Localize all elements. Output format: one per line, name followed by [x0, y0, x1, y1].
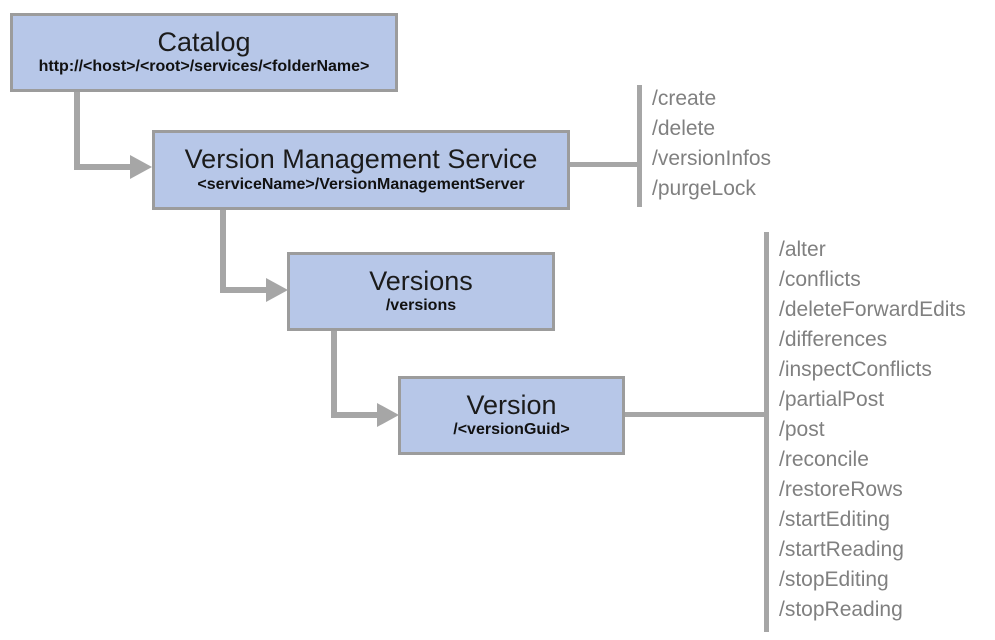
connector-vms-to-versions-horizontal-line — [220, 287, 268, 293]
version-node: Version /<versionGuid> — [398, 376, 625, 455]
operation-item: /conflicts — [779, 268, 861, 291]
arrowhead-icon — [266, 278, 288, 302]
operation-item: /differences — [779, 328, 888, 351]
operation-item: /versionInfos — [652, 147, 772, 170]
operation-item: /partialPost — [779, 388, 885, 411]
operation-item: /inspectConflicts — [779, 358, 932, 381]
connector-versions-to-version-horizontal-line — [331, 412, 379, 418]
versions-node-url: /versions — [385, 297, 457, 315]
operation-item: /stopReading — [779, 598, 903, 621]
arrowhead-icon — [377, 403, 399, 427]
version-management-service-node-title: Version Management Service — [184, 144, 538, 175]
version-node-title: Version — [466, 389, 557, 420]
connector-catalog-to-vms-horizontal-line — [74, 164, 132, 170]
operation-item: /deleteForwardEdits — [779, 298, 966, 321]
operation-item: /post — [779, 418, 825, 441]
operation-item: /create — [652, 87, 717, 110]
operation-item: /startEditing — [779, 508, 890, 531]
version-management-service-node-url: <serviceName>/VersionManagementServer — [197, 175, 525, 193]
version-node-url: /<versionGuid> — [453, 421, 570, 439]
operation-item: /restoreRows — [779, 478, 903, 501]
vms-operations-list: /create/delete/versionInfos/purgeLock — [652, 84, 771, 204]
operation-item: /delete — [652, 117, 716, 140]
operation-item: /startReading — [779, 538, 904, 561]
catalog-node-title: Catalog — [157, 26, 251, 57]
connector-vms-to-versions-vertical-line — [220, 210, 226, 293]
versions-node: Versions /versions — [287, 252, 555, 331]
connector-catalog-to-vms-vertical-line — [74, 92, 80, 170]
operation-item: /alter — [779, 238, 826, 261]
operation-item: /stopEditing — [779, 568, 889, 591]
catalog-node: Catalog http://<host>/<root>/services/<f… — [10, 13, 398, 92]
operation-item: /purgeLock — [652, 177, 756, 200]
operation-item: /reconcile — [779, 448, 869, 471]
connector-version-to-operations-line — [625, 412, 764, 417]
connector-vms-to-operations-line — [570, 162, 637, 167]
version-operations-bracket-bar — [764, 232, 769, 632]
version-operations-list: /alter/conflicts/deleteForwardEdits/diff… — [779, 235, 966, 625]
version-management-service-node: Version Management Service <serviceName>… — [152, 130, 570, 210]
vms-operations-bracket-bar — [637, 85, 642, 207]
arrowhead-icon — [130, 155, 152, 179]
catalog-node-url: http://<host>/<root>/services/<folderNam… — [38, 58, 370, 76]
versions-node-title: Versions — [369, 265, 473, 296]
connector-versions-to-version-vertical-line — [331, 331, 337, 418]
